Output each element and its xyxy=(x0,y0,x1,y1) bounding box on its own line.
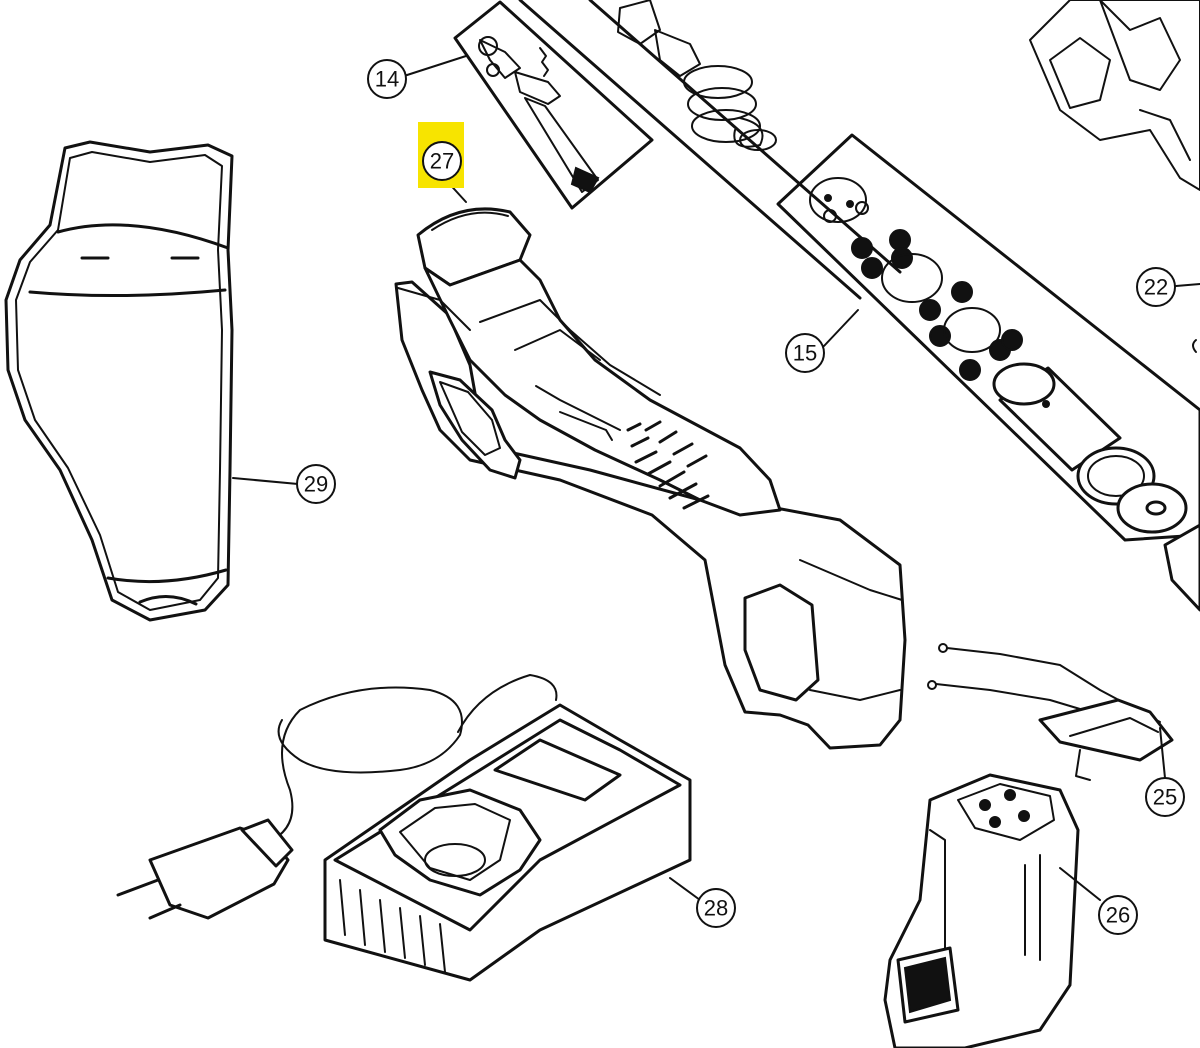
callout-22[interactable]: 22 xyxy=(1136,267,1176,307)
holster-pouch-part xyxy=(4,140,299,622)
switch-wires-part xyxy=(927,643,1174,781)
callout-label-26: 26 xyxy=(1106,903,1130,928)
callout-label-15: 15 xyxy=(793,341,817,366)
charger-ribs xyxy=(339,879,446,973)
callout-15[interactable]: 15 xyxy=(785,333,825,373)
callout-14[interactable]: 14 xyxy=(367,59,407,99)
callout-label-22: 22 xyxy=(1144,275,1168,300)
callout-label-14: 14 xyxy=(375,67,399,92)
gear-parts-column xyxy=(518,0,902,300)
callout-label-29: 29 xyxy=(304,472,328,497)
charger-part xyxy=(116,674,701,982)
callout-28[interactable]: 28 xyxy=(696,888,736,928)
vent-slots xyxy=(626,420,710,510)
callout-label-25: 25 xyxy=(1153,785,1177,810)
callout-label-28: 28 xyxy=(704,896,728,921)
callout-27[interactable]: 27 xyxy=(422,141,462,181)
motor-housing-part xyxy=(1029,0,1200,353)
callout-25[interactable]: 25 xyxy=(1145,777,1185,817)
planet-gears xyxy=(851,229,1023,381)
callout-29[interactable]: 29 xyxy=(296,464,336,504)
battery-pack-part xyxy=(883,773,1101,1048)
trigger-assembly-box xyxy=(403,0,654,210)
planetary-gearbox-box xyxy=(776,133,1200,612)
callout-26[interactable]: 26 xyxy=(1098,895,1138,935)
callout-label-27: 27 xyxy=(430,149,454,174)
